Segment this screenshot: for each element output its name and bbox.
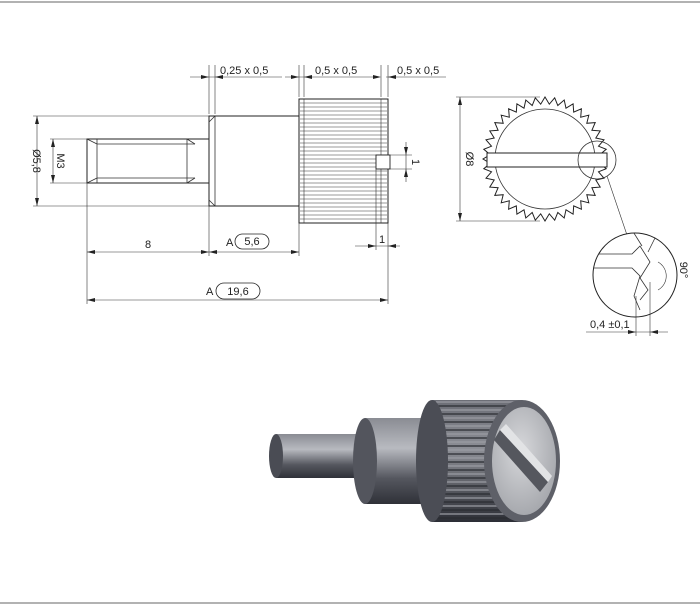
screw-render [269, 400, 560, 522]
thread-chamfer-bottom [86, 177, 98, 184]
render-face-slot [494, 430, 548, 492]
angle-arc [657, 261, 667, 291]
dim-text-thread: M3 [54, 153, 66, 168]
arrow-head-dia-bottom [458, 213, 462, 221]
side-view: 0,25 x 0,5 0,5 x 0,5 0,5 x 0,5 Ø5,8 M3 8… [30, 65, 446, 304]
shoulder-value-box [234, 233, 270, 250]
knurled-head [298, 98, 389, 224]
detail-marker-circle [577, 140, 617, 180]
arrow-head-dia-top [458, 97, 462, 105]
arrowheads [35, 75, 408, 302]
shoulder [208, 115, 300, 207]
render-knurl-back [416, 400, 448, 522]
arrow-tooth-left [628, 330, 636, 334]
dim-text-tooth: 0,4 ±0,1 [590, 319, 630, 331]
thread-chamfer-top [86, 138, 98, 145]
detail-view: 90° 0,4 ±0,1 [586, 232, 689, 336]
dim-text-total: 19,6 [227, 286, 248, 298]
detail-tooth-edge-b [647, 235, 657, 253]
front-view: Ø8 [456, 96, 629, 239]
shoulder-chamfer-bottom [208, 199, 216, 207]
render-shoulder-face [353, 418, 377, 504]
knurl-lines [300, 99, 387, 223]
thread-runout-bottom [186, 177, 196, 184]
shoulder-chamfer-top [208, 115, 216, 123]
dim-text-slot-depth: 1 [379, 234, 385, 246]
dim-text-slot-width: 1 [409, 159, 421, 165]
dim-text-shank-dia: Ø5,8 [30, 149, 42, 173]
detail-profile-upper [593, 245, 651, 301]
dim-text-total-prefix: A [206, 286, 214, 298]
arrow-tooth-right [650, 330, 658, 334]
thread-runout-top [186, 138, 196, 145]
dim-text-top-3: 0,5 x 0,5 [397, 65, 439, 77]
dim-text-len-thread: 8 [145, 239, 151, 251]
dim-text-shoulder-prefix: A [226, 237, 234, 249]
dim-text-angle: 90° [677, 262, 689, 279]
front-slot [486, 152, 608, 168]
detail-tooth-edge-a [631, 233, 643, 247]
dim-text-top-1: 0,25 x 0,5 [220, 65, 268, 77]
dim-text-shoulder: 5,6 [244, 236, 259, 248]
detail-leader-line [606, 175, 629, 239]
render-slot-highlight [500, 424, 552, 482]
total-value-box [215, 282, 261, 300]
detail-circle [592, 232, 678, 318]
threaded-shaft [86, 138, 210, 184]
dim-text-top-2: 0,5 x 0,5 [315, 65, 357, 77]
render-pin-end [269, 434, 283, 478]
dim-text-head-dia: Ø8 [463, 152, 475, 167]
head-slot [375, 154, 391, 170]
